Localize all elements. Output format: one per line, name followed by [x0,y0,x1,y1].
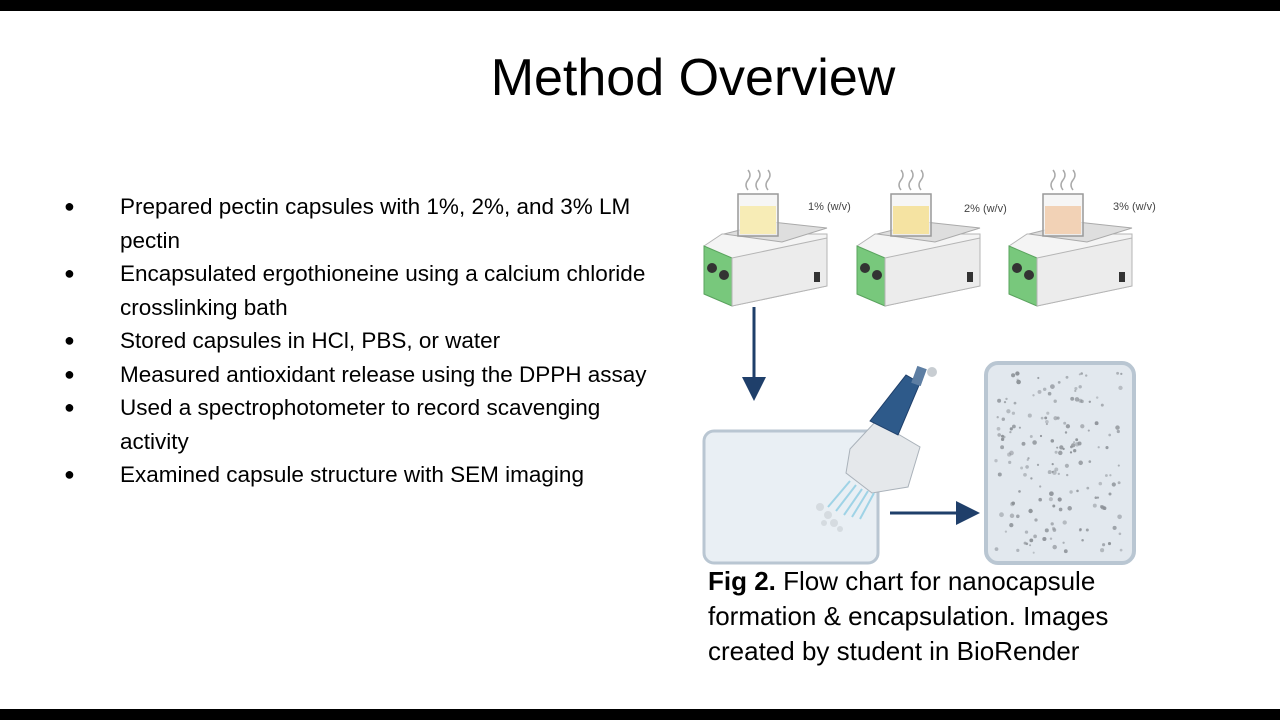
hot-plate-stirrer-3: 3% (w/v) [1008,169,1156,307]
beaker-liquid-1 [740,206,776,234]
bullet-item: ● Measured antioxidant release using the … [60,358,660,392]
bullet-dot: ● [64,196,75,216]
multichannel-pipette-icon [827,365,937,520]
flow-chart-figure: 1% (w/v) 2% (w/v) 3% (w/v) [702,169,1156,565]
bullet-dot: ● [64,363,75,384]
caption-text: Flow chart for nanocapsule formation & e… [708,566,1109,666]
bullet-dot: ● [64,464,75,484]
bullet-text: Stored capsules in HCl, PBS, or water [120,328,501,353]
stirrer-label-2: 2% (w/v) [964,203,1007,215]
bullet-dot: ● [64,263,75,283]
bullet-list: ● Prepared pectin capsules with 1%, 2%, a… [60,190,660,492]
slide: Method Overview ● Prepared pectin capsule… [0,11,1280,709]
bullet-text: Prepared pectin capsules with 1%, 2%, an… [120,194,631,253]
bullet-item: ● Prepared pectin capsules with 1%, 2%, a… [60,190,660,257]
bullet-text: Measured antioxidant release using the D… [120,361,647,387]
slide-title: Method Overview [490,49,896,107]
bullet-item: ● Stored capsules in HCl, PBS, or water [60,324,660,358]
hot-plate-stirrer-1: 1% (w/v) [703,169,851,307]
bullet-item: ● Used a spectrophotometer to record scav… [60,391,660,458]
nanocapsule-dots [994,371,1123,554]
beaker-liquid-3 [1045,206,1081,234]
beaker-liquid-2 [893,206,929,234]
hot-plate-stirrer-2: 2% (w/v) [856,169,1007,307]
bullet-text: Examined capsule structure with SEM imag… [120,462,584,487]
capsule-plate [984,361,1136,565]
capsule-droplets [816,503,843,532]
bullet-dot: ● [64,330,75,350]
stirrer-label-1: 1% (w/v) [808,201,851,213]
stirrer-label-3: 3% (w/v) [1113,201,1156,213]
bullet-item: ● Examined capsule structure with SEM ima… [60,458,660,492]
bullet-dot: ● [64,397,75,417]
bullet-text: Encapsulated ergothioneine using a calci… [120,261,646,320]
bullet-item: ● Encapsulated ergothioneine using a calc… [60,257,660,324]
figure-caption: Fig 2. Flow chart for nanocapsule format… [708,564,1178,669]
caption-label: Fig 2. [708,566,776,596]
bullet-text: Used a spectrophotometer to record scave… [120,395,601,454]
crosslinking-bath-dish [702,429,880,565]
